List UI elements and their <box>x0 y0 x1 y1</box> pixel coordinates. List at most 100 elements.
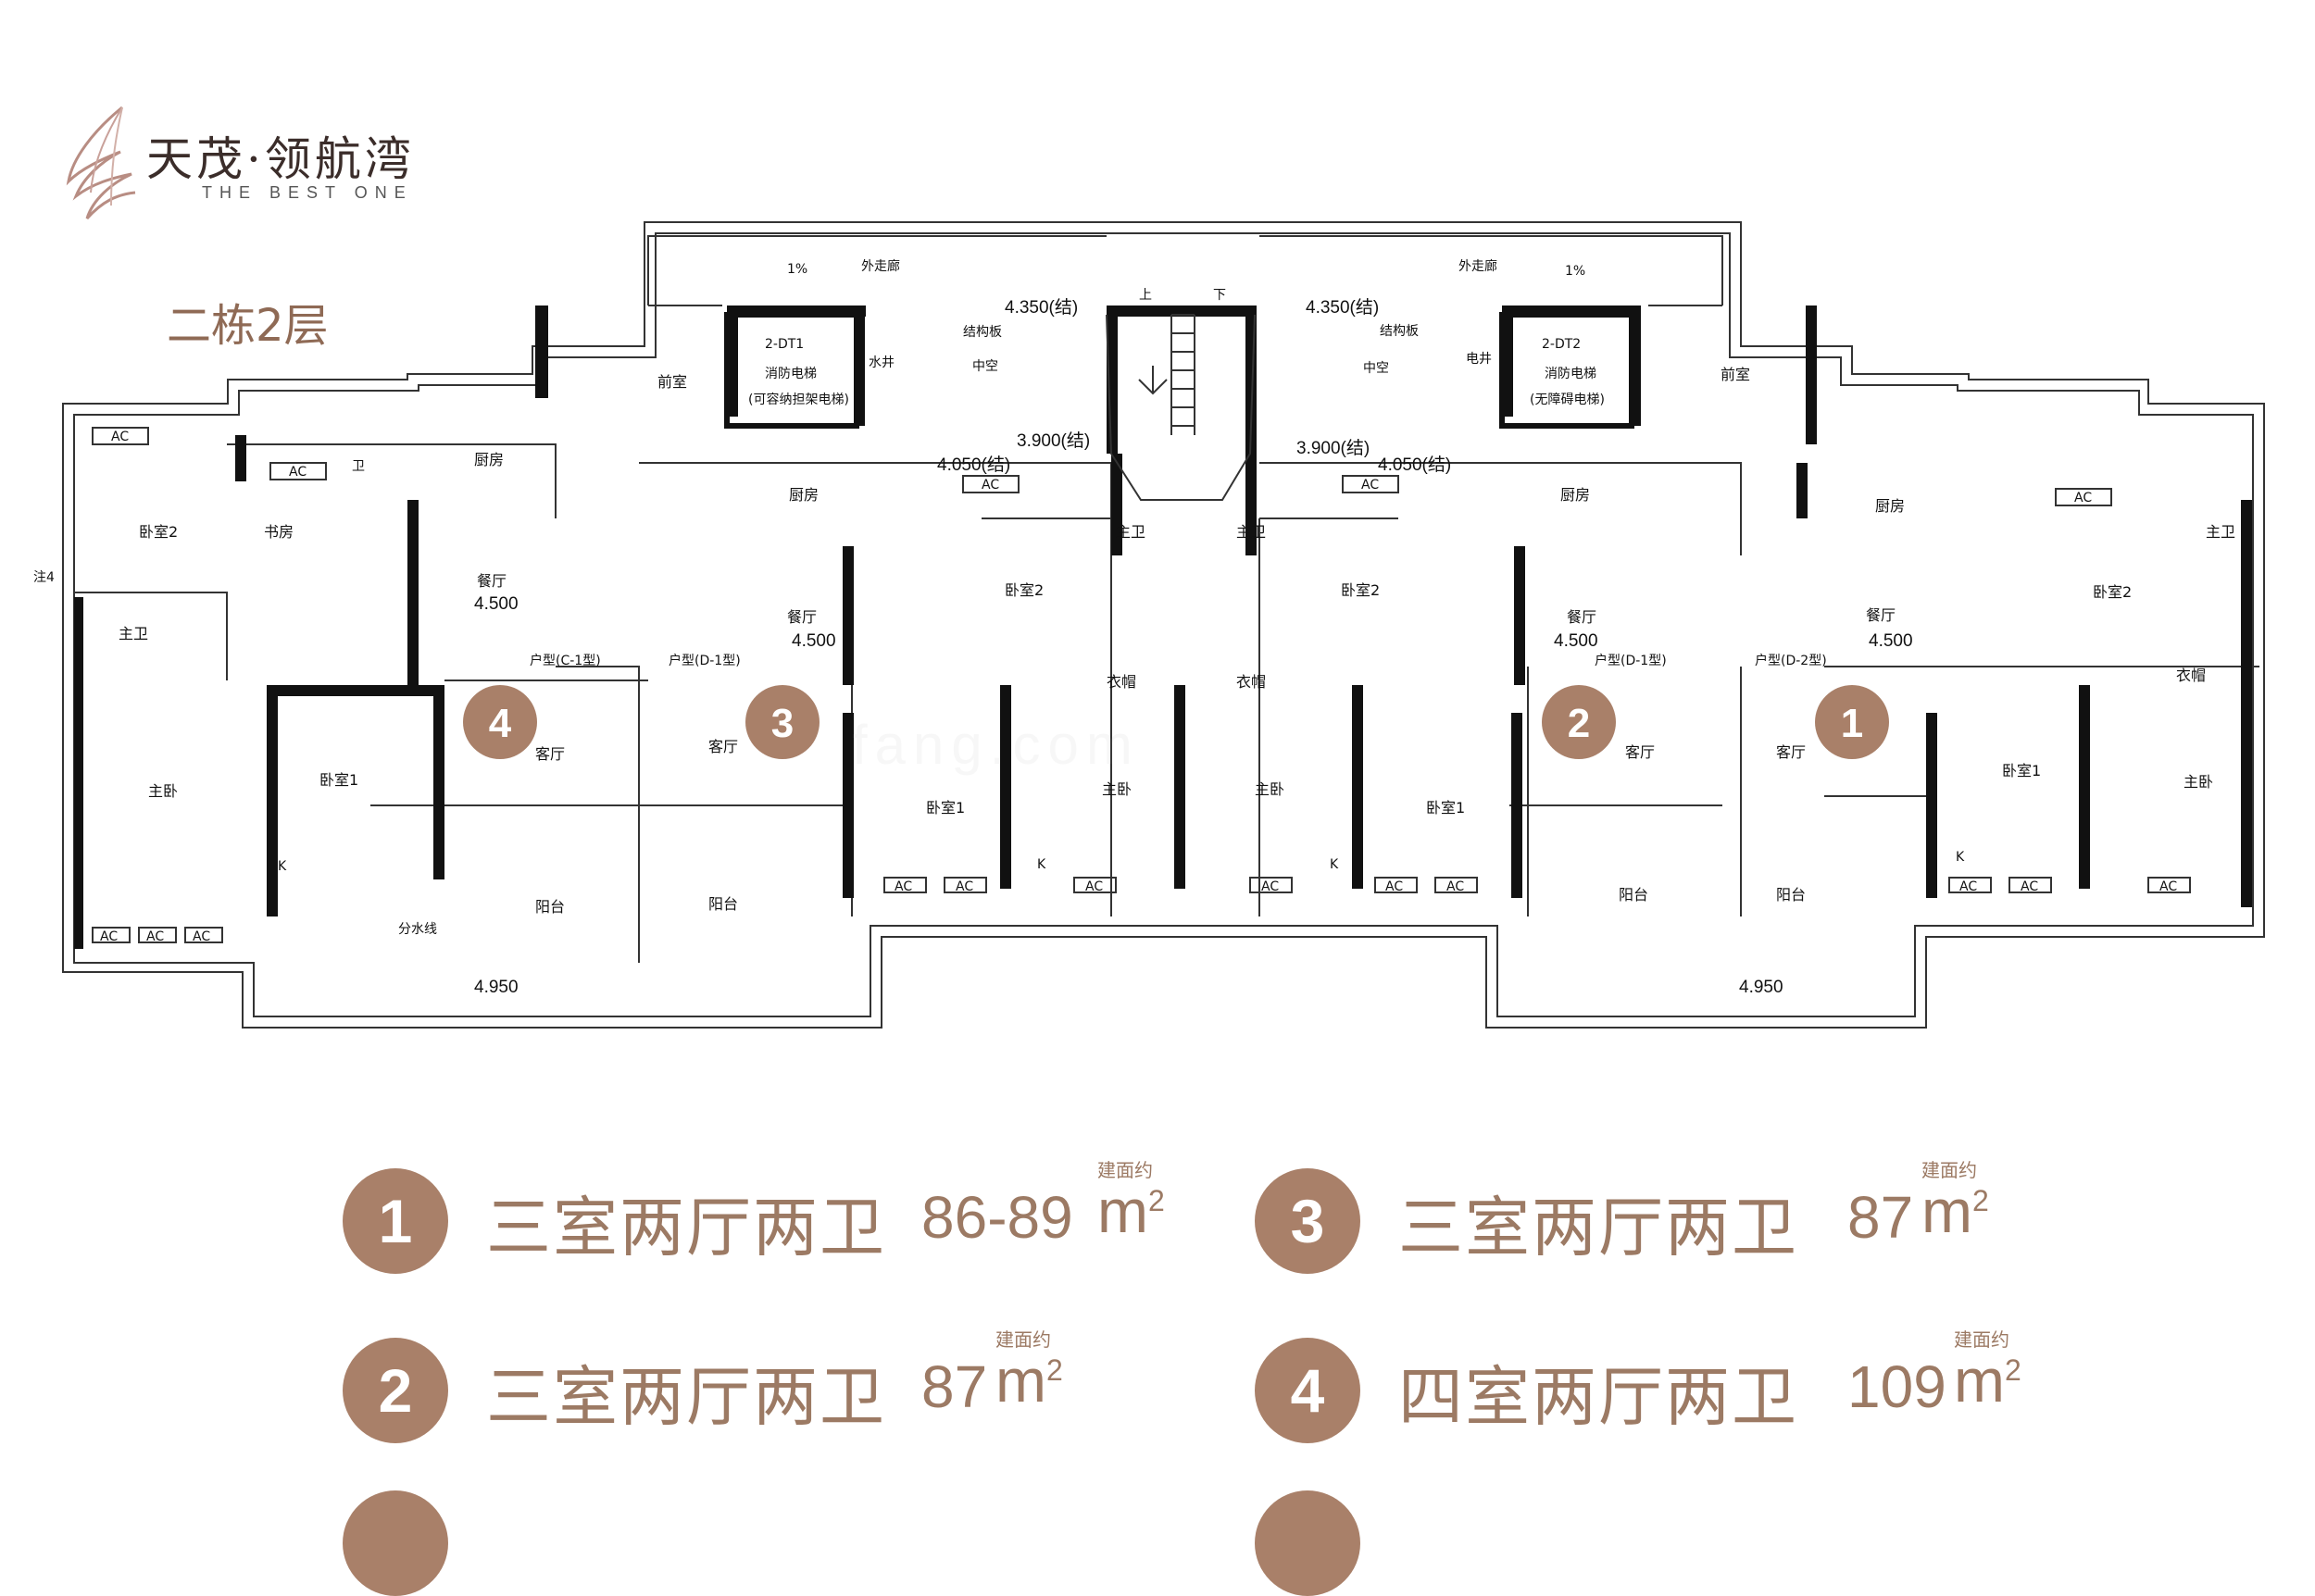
legend-tag-3: 建面约 <box>1921 1159 1977 1181</box>
legend-badge-partial-left <box>343 1490 448 1596</box>
unit-badge-4-text: 4 <box>489 701 512 746</box>
elevator-line2-2: (无障碍电梯) <box>1530 393 1605 407</box>
label-wardrobe-d1b: 衣帽 <box>1236 673 1266 691</box>
label-master-d1b: 主卧 <box>1255 780 1284 798</box>
label-void-left: 中空 <box>972 359 998 374</box>
ac-label-11: AC <box>1085 879 1103 894</box>
label-kitchen-c1: 厨房 <box>474 451 504 468</box>
legend-badge-2: 2 <box>343 1338 448 1443</box>
ac-label-8: AC <box>193 929 210 944</box>
label-wardrobe-d1: 衣帽 <box>1107 673 1136 691</box>
label-master-c1: 主卧 <box>148 782 178 800</box>
legend-badge-partial-right <box>1255 1490 1360 1596</box>
label-bedroom1-d1: 卧室1 <box>926 799 965 817</box>
label-bedroom2-c1: 卧室2 <box>139 523 178 541</box>
unit-badge-1 <box>1815 685 1889 759</box>
level-3900-left: 3.900(结) <box>1017 430 1090 451</box>
label-master-bath-d2: 主卫 <box>2206 523 2235 541</box>
feather-logo-icon <box>66 106 136 219</box>
label-bedroom2-d1: 卧室2 <box>1005 581 1044 599</box>
unit-type-d1: 户型(D-1型) <box>669 653 741 668</box>
level-4500-d1b: 4.500 <box>1554 631 1598 651</box>
ac-label-12: AC <box>1261 879 1279 894</box>
brand-logo: 天茂·领航湾 THE BEST ONE <box>65 104 454 224</box>
legend-text-2: 三室两厅两卫 <box>486 1359 886 1435</box>
legend-badge-1: 1 <box>343 1168 448 1274</box>
level-4350-right: 4.350(结) <box>1306 297 1379 318</box>
label-corridor-right: 外走廊 <box>1458 258 1497 274</box>
k-label-3: K <box>1330 857 1339 872</box>
ac-label-1: AC <box>111 430 129 444</box>
legend-item-2: 2 三室两厅两卫 87 建面约 m2 <box>343 1328 1269 1443</box>
label-front-room-right: 前室 <box>1721 366 1750 383</box>
label-dining-d1: 餐厅 <box>787 608 817 626</box>
label-up: 上 <box>1139 288 1152 303</box>
label-balcony-d1: 阳台 <box>708 895 738 913</box>
ac-label-16: AC <box>2021 879 2038 894</box>
label-balcony-d1b: 阳台 <box>1619 886 1648 904</box>
watermark: fang.com <box>852 714 1140 776</box>
legend-tag-4: 建面约 <box>1954 1328 2009 1351</box>
level-4050-left: 4.050(结) <box>937 455 1010 475</box>
label-structure-right: 结构板 <box>1380 324 1419 339</box>
legend-unit-3: m2 <box>1921 1177 1989 1245</box>
elevator-code-2: 2-DT2 <box>1542 337 1581 352</box>
legend-unit-1: m2 <box>1097 1177 1165 1245</box>
label-bedroom2-d2: 卧室2 <box>2093 583 2132 601</box>
ac-label-6: AC <box>100 929 118 944</box>
elevator-line1-1: 消防电梯 <box>765 367 817 381</box>
label-master-d1: 主卧 <box>1102 780 1132 798</box>
level-4350-left: 4.350(结) <box>1005 297 1078 318</box>
k-label-2: K <box>1037 857 1046 872</box>
level-4500-d2: 4.500 <box>1869 631 1913 651</box>
label-bedroom1-d1b: 卧室1 <box>1426 799 1465 817</box>
label-dining-c1: 餐厅 <box>477 572 507 590</box>
legend-text-3: 三室两厅两卫 <box>1398 1190 1798 1266</box>
label-living-d2: 客厅 <box>1776 743 1806 761</box>
unit-badge-3-text: 3 <box>771 701 794 746</box>
legend-unit-4: m2 <box>1954 1346 2021 1415</box>
legend-size-4: 109 <box>1847 1353 1946 1420</box>
label-elec-well: 电井 <box>1466 352 1492 367</box>
label-bedroom1-d2: 卧室1 <box>2002 762 2041 779</box>
stairs <box>1106 314 1256 501</box>
brand-subtitle: THE BEST ONE <box>202 183 413 202</box>
ac-label-14: AC <box>1446 879 1464 894</box>
legend-item-1: 1 三室两厅两卫 86-89 建面约 m2 <box>343 1159 1269 1274</box>
ac-label-7: AC <box>146 929 164 944</box>
floor-plan-page: 天茂·领航湾 THE BEST ONE 二栋2层 <box>33 104 2265 1596</box>
label-balcony-d2: 阳台 <box>1776 886 1806 904</box>
unit-type-c1: 户型(C-1型) <box>530 653 601 668</box>
ac-label-17: AC <box>2159 879 2177 894</box>
unit-badge-1-text: 1 <box>1841 701 1863 746</box>
label-front-room-left: 前室 <box>657 373 687 391</box>
label-wardrobe-d2: 衣帽 <box>2176 667 2206 684</box>
elevator-line1-2: 消防电梯 <box>1545 367 1596 381</box>
unit-badge-3 <box>745 685 820 759</box>
ac-label-2: AC <box>289 465 307 480</box>
outer-outline <box>62 221 2265 1029</box>
ac-label-5: AC <box>2074 491 2092 505</box>
label-bedroom1-c1: 卧室1 <box>319 771 358 789</box>
level-4050-right: 4.050(结) <box>1378 455 1451 475</box>
label-bedroom2-d1b: 卧室2 <box>1341 581 1380 599</box>
label-dining-d2: 餐厅 <box>1866 606 1896 624</box>
legend-size-3: 87 <box>1847 1184 1914 1251</box>
unit-badges: 4 3 2 1 <box>463 685 1889 759</box>
legend-text-4: 四室两厅两卫 <box>1398 1359 1798 1435</box>
label-master-bath-d1: 主卫 <box>1116 523 1145 541</box>
label-study: 书房 <box>264 523 294 541</box>
k-label-4: K <box>1956 850 1965 865</box>
label-void-right: 中空 <box>1363 361 1389 376</box>
label-note: 注4 <box>33 570 55 585</box>
floor-plan-drawing: 卧室2 书房 厨房 前室 前室 餐厅 主卫 主卧 卧室1 客厅 阳台 厨房 卧室… <box>33 221 2265 1029</box>
level-4950-right: 4.950 <box>1739 978 1783 997</box>
label-living-d1b: 客厅 <box>1625 743 1655 761</box>
legend-unit-2: m2 <box>995 1346 1063 1415</box>
unit-badge-4 <box>463 685 537 759</box>
ac-label-9: AC <box>895 879 912 894</box>
label-master-bath-d1b: 主卫 <box>1236 523 1266 541</box>
legend-size-2: 87 <box>921 1353 988 1420</box>
level-4500-c1: 4.500 <box>474 594 519 614</box>
unit-type-d2: 户型(D-2型) <box>1755 653 1827 668</box>
